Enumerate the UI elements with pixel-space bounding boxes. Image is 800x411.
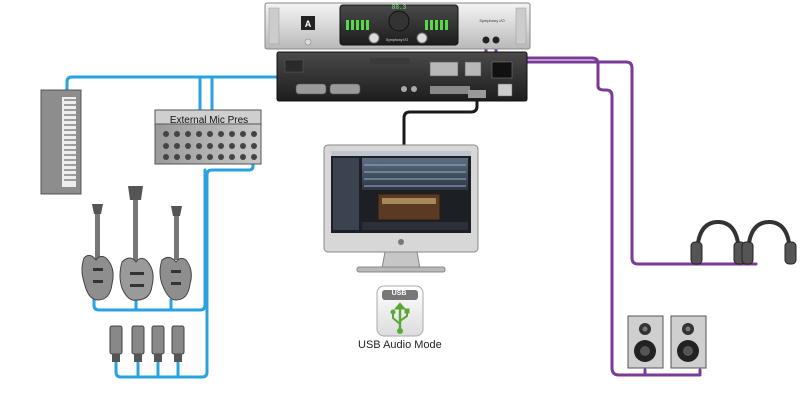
- headphones-icon: [741, 219, 797, 265]
- blue-analog-cables: [65, 75, 320, 379]
- external-mic-pres-label: External Mic Pres: [169, 115, 249, 126]
- bass-guitar-icon: [119, 186, 154, 301]
- svg-text:A: A: [305, 19, 312, 29]
- microphone-icon: [131, 325, 145, 362]
- interface-readout: 88.3: [391, 4, 407, 11]
- imac-icon: [323, 144, 479, 273]
- interface-panel-label: Symphony I/O: [385, 38, 409, 42]
- mic-pre-rack-icon: [154, 109, 262, 165]
- usb-audio-mode-label: USB Audio Mode: [358, 339, 442, 351]
- headphones-icon: [690, 219, 746, 265]
- usb-icon: [376, 285, 424, 337]
- audio-interface-icon: A: [264, 2, 531, 102]
- usb-cable: [402, 98, 479, 148]
- studio-monitor-icon: [627, 315, 664, 369]
- usb-badge-label: USB: [391, 290, 407, 297]
- microphone-icon: [171, 325, 185, 362]
- microphone-icon: [109, 325, 123, 362]
- electric-guitar-icon: [159, 206, 192, 301]
- keyboard-icon: [40, 89, 82, 195]
- electric-guitar-icon: [81, 204, 114, 301]
- studio-monitor-icon: [670, 315, 707, 369]
- microphone-icon: [151, 325, 165, 362]
- interface-brand-label: Symphony I/O: [479, 18, 505, 23]
